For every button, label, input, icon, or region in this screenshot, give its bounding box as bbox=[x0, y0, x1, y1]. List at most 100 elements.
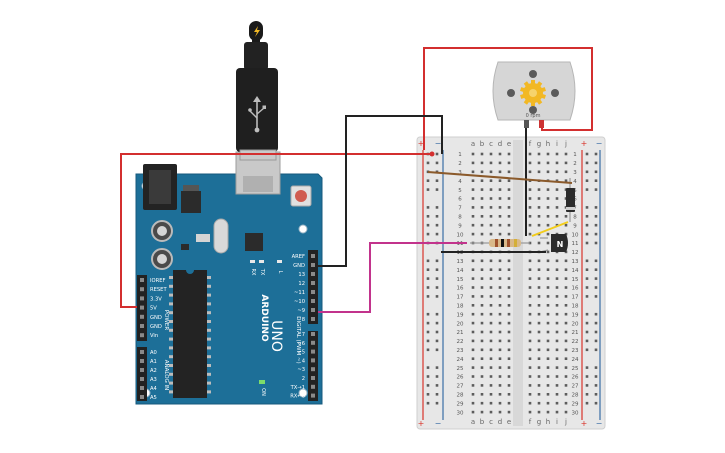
breadboard-hole[interactable] bbox=[564, 161, 568, 165]
breadboard-hole[interactable] bbox=[498, 286, 502, 289]
breadboard-hole[interactable] bbox=[498, 375, 502, 378]
breadboard-hole[interactable] bbox=[537, 384, 541, 387]
rail-hole[interactable] bbox=[435, 286, 439, 289]
breadboard-hole[interactable] bbox=[498, 401, 502, 405]
breadboard-hole[interactable] bbox=[537, 401, 541, 405]
rail-hole[interactable] bbox=[435, 188, 439, 191]
header-pin[interactable] bbox=[140, 368, 144, 372]
header-pin[interactable] bbox=[311, 393, 315, 398]
breadboard-hole[interactable] bbox=[507, 152, 511, 156]
rail-hole[interactable] bbox=[585, 375, 589, 378]
resistor[interactable] bbox=[470, 239, 530, 247]
breadboard-hole[interactable] bbox=[489, 357, 493, 360]
breadboard-hole[interactable] bbox=[480, 295, 484, 298]
breadboard-hole[interactable] bbox=[564, 277, 568, 280]
breadboard-hole[interactable] bbox=[498, 206, 502, 209]
rail-hole[interactable] bbox=[585, 286, 589, 289]
breadboard-hole[interactable] bbox=[564, 215, 568, 218]
breadboard-hole[interactable] bbox=[498, 321, 502, 325]
breadboard-hole[interactable] bbox=[471, 375, 475, 378]
arduino-uno[interactable]: ARDUINO UNO RX TX L DIGITAL (PWM ~) POWE… bbox=[135, 151, 323, 405]
breadboard-hole[interactable] bbox=[546, 232, 550, 236]
breadboard-hole[interactable] bbox=[564, 268, 568, 271]
rail-hole[interactable] bbox=[426, 179, 430, 182]
breadboard-hole[interactable] bbox=[546, 366, 550, 369]
header-pin[interactable] bbox=[311, 340, 315, 345]
breadboard-hole[interactable] bbox=[528, 223, 532, 227]
breadboard-hole[interactable] bbox=[546, 321, 550, 325]
breadboard-hole[interactable] bbox=[498, 330, 502, 334]
breadboard-hole[interactable] bbox=[489, 295, 493, 298]
breadboard-hole[interactable] bbox=[528, 339, 532, 343]
breadboard-hole[interactable] bbox=[480, 401, 484, 405]
header-pin[interactable] bbox=[311, 308, 315, 312]
wire-yellow[interactable] bbox=[531, 221, 569, 237]
rail-hole[interactable] bbox=[426, 268, 430, 271]
rail-hole[interactable] bbox=[585, 295, 589, 298]
breadboard-hole[interactable] bbox=[555, 410, 559, 414]
breadboard-hole[interactable] bbox=[528, 321, 532, 325]
rail-hole[interactable] bbox=[585, 215, 589, 218]
header-pin[interactable] bbox=[311, 332, 315, 336]
breadboard-hole[interactable] bbox=[489, 232, 493, 236]
breadboard-hole[interactable] bbox=[528, 286, 532, 289]
rail-hole[interactable] bbox=[435, 312, 439, 316]
breadboard-hole[interactable] bbox=[546, 215, 550, 218]
rail-hole[interactable] bbox=[426, 312, 430, 316]
breadboard-hole[interactable] bbox=[498, 268, 502, 271]
rail-hole[interactable] bbox=[435, 161, 439, 165]
breadboard-hole[interactable] bbox=[489, 188, 493, 191]
rail-hole[interactable] bbox=[435, 206, 439, 209]
reset-button[interactable] bbox=[295, 190, 307, 202]
breadboard-hole[interactable] bbox=[507, 223, 511, 227]
breadboard-hole[interactable] bbox=[480, 410, 484, 414]
header-pin[interactable] bbox=[140, 333, 144, 338]
rail-hole[interactable] bbox=[594, 170, 598, 174]
breadboard-hole[interactable] bbox=[528, 197, 532, 200]
rail-hole[interactable] bbox=[594, 232, 598, 236]
breadboard-hole[interactable] bbox=[528, 330, 532, 334]
breadboard-hole[interactable] bbox=[555, 348, 559, 352]
breadboard-hole[interactable] bbox=[564, 312, 568, 316]
breadboard-hole[interactable] bbox=[471, 277, 475, 280]
breadboard-hole[interactable] bbox=[564, 384, 568, 387]
breadboard-hole[interactable] bbox=[537, 295, 541, 298]
breadboard-hole[interactable] bbox=[528, 170, 532, 174]
breadboard-hole[interactable] bbox=[546, 286, 550, 289]
rail-hole[interactable] bbox=[594, 348, 598, 352]
breadboard-hole[interactable] bbox=[489, 401, 493, 405]
breadboard-hole[interactable] bbox=[471, 321, 475, 325]
rail-hole[interactable] bbox=[426, 277, 430, 280]
rail-hole[interactable] bbox=[435, 295, 439, 298]
rail-hole[interactable] bbox=[594, 321, 598, 325]
breadboard-hole[interactable] bbox=[555, 206, 559, 209]
header-pin[interactable] bbox=[311, 367, 315, 372]
rail-hole[interactable] bbox=[426, 188, 430, 191]
rail-hole[interactable] bbox=[585, 259, 589, 263]
breadboard-hole[interactable] bbox=[471, 259, 475, 263]
header-pin[interactable] bbox=[311, 376, 315, 380]
breadboard-hole[interactable] bbox=[555, 384, 559, 387]
breadboard-hole[interactable] bbox=[546, 339, 550, 343]
rail-hole[interactable] bbox=[435, 321, 439, 325]
breadboard-hole[interactable] bbox=[507, 357, 511, 360]
breadboard-hole[interactable] bbox=[528, 206, 532, 209]
breadboard-hole[interactable] bbox=[555, 321, 559, 325]
rail-hole[interactable] bbox=[594, 268, 598, 271]
breadboard-hole[interactable] bbox=[489, 321, 493, 325]
breadboard-hole[interactable] bbox=[555, 197, 559, 200]
header-pin[interactable] bbox=[140, 395, 144, 399]
breadboard-hole[interactable] bbox=[546, 375, 550, 378]
breadboard-hole[interactable] bbox=[537, 410, 541, 414]
breadboard-hole[interactable] bbox=[528, 384, 532, 387]
breadboard-hole[interactable] bbox=[471, 295, 475, 298]
rail-hole[interactable] bbox=[435, 277, 439, 280]
breadboard-hole[interactable] bbox=[507, 339, 511, 343]
breadboard-hole[interactable] bbox=[489, 179, 493, 182]
breadboard-hole[interactable] bbox=[498, 188, 502, 191]
header-pin[interactable] bbox=[140, 296, 144, 301]
breadboard-hole[interactable] bbox=[546, 250, 550, 254]
breadboard-hole[interactable] bbox=[537, 259, 541, 263]
breadboard-hole[interactable] bbox=[498, 161, 502, 165]
